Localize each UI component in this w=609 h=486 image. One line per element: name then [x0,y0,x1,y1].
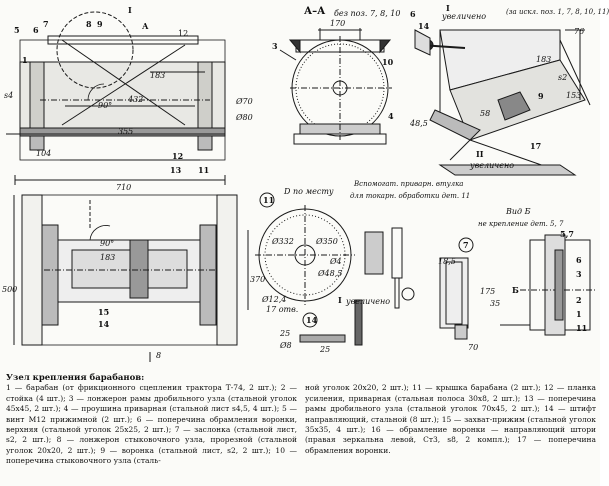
caption-left-column: 1 — барабан (от фрикционного сцепления т… [6,383,297,466]
label-view-i2-note: увеличено [346,297,391,306]
technical-drawing [6,11,595,362]
label-dia-48-5: Ø48,5 [318,269,343,278]
label-view-i-iso: I [446,3,450,13]
caption-title: Узел крепления барабанов: [6,373,145,383]
label-dim-58: 58 [480,109,491,118]
label-pos-1b: 1 [576,309,582,319]
label-dim-80: Ø80 [236,113,253,122]
label-view-i-note: увеличено [442,12,487,21]
label-pos-6c: 6 [576,255,582,265]
aux-note-2: для токарн. обработки дет. 11 [350,192,471,200]
label-dim-183b: 183 [536,55,552,64]
label-dia-12-4: Ø12,4 [262,295,287,304]
label-dim-25: 25 [280,329,291,338]
label-dim-76: 76 [574,27,585,36]
label-dim-710: 710 [116,183,132,192]
label-pos-2: 2 [576,295,582,305]
label-pos-6b: 6 [410,9,416,19]
side-view [6,11,226,185]
label-pos-11c: 11 [576,323,588,333]
caption-right-column: ной уголок 20х20, 2 шт.); 11 — крышка ба… [305,383,596,455]
label-dim-432: 432 [128,95,144,104]
section-aa-note: без поз. 7, 8, 10 [334,9,401,18]
label-dim-153: 153 [566,91,582,100]
label-dim-18-5: 18,5 [438,257,456,266]
label-dim-25b: 25 [320,345,331,354]
label-dim-104: 104 [36,149,52,158]
caption-columns: 1 — барабан (от фрикционного сцепления т… [6,383,596,466]
section-aa-view [279,28,392,145]
label-pos-3b: 3 [576,269,582,279]
caption: Узел крепления барабанов: 1 — барабан (о… [6,373,596,467]
scheme-note: (за искл. поз. 1, 7, 8, 10, 11) [506,8,609,16]
label-dim-175: 175 [480,287,496,296]
label-pos-7: 7 [43,19,49,29]
label-pos-9b: 9 [538,91,544,101]
label-pos-5-7: 5,7 [560,229,574,239]
label-pos-14: 14 [418,21,430,31]
label-pos-14b: 14 [98,319,110,329]
label-pos-17: 17 [530,141,542,151]
label-dim-170: 170 [330,19,346,28]
label-dim-35: 35 [490,299,501,308]
label-dim-12: 12 [178,29,189,38]
label-pos-15: 15 [98,307,110,317]
label-pos-13: 13 [170,165,182,175]
label-pos-4: 4 [388,111,394,121]
label-dim-183: 183 [150,71,166,80]
label-pos-10: 10 [382,57,394,67]
label-view-ii: II [476,149,484,159]
label-dim-70: Ø70 [236,97,253,106]
label-pos-11b: 11 [263,195,275,205]
plan-view [13,194,249,362]
label-pos-7b: 7 [463,240,469,250]
label-pos-5: 5 [14,25,20,35]
label-dim-370: 370 [250,275,266,284]
label-pos-9: 9 [97,19,103,29]
view-b-title: Вид Б [506,207,531,216]
label-dim-90b: 90° [100,239,115,248]
view-b [439,234,595,340]
label-dim-8: 8 [156,351,162,360]
isometric-detail [414,29,591,176]
label-holes: 17 отв. [266,305,299,314]
label-view-i: I [128,5,132,15]
label-dia-4: Ø4 [330,257,342,266]
label-dim-90: 90° [98,101,113,110]
label-pos-8: 8 [86,19,92,29]
label-pos-1: 1 [22,55,28,65]
section-aa-title: А–А [304,6,326,17]
label-dim-183c: 183 [100,253,116,262]
label-dim-s4: s4 [4,91,14,100]
label-view-i2: I [338,295,342,305]
label-view-a: А [142,21,149,31]
label-dim-500: 500 [2,285,18,294]
label-dim-s2: s2 [558,73,568,82]
label-dia-350: Ø350 [316,237,338,246]
drum-cover-view [255,192,415,346]
view-b-note: не крепление дет. 5, 7 [478,220,564,228]
label-pos-6: 6 [33,25,39,35]
label-dim-48-5: 48,5 [410,119,428,128]
label-pos-14c: 14 [306,315,318,325]
aux-note-1: Вспомогат. приварн. втулка [354,180,464,188]
label-view-ii-note: увеличено [470,161,515,170]
label-in-place: D по месту [284,187,334,196]
label-dim-8c: Ø8 [280,341,292,350]
label-pos-12: 12 [172,151,184,161]
label-view-b-letter: Б [512,285,519,295]
label-dim-70: 70 [468,343,479,352]
label-dia-332: Ø332 [272,237,294,246]
label-dim-355: 355 [118,127,134,136]
label-pos-3: 3 [272,41,278,51]
label-pos-11: 11 [198,165,210,175]
